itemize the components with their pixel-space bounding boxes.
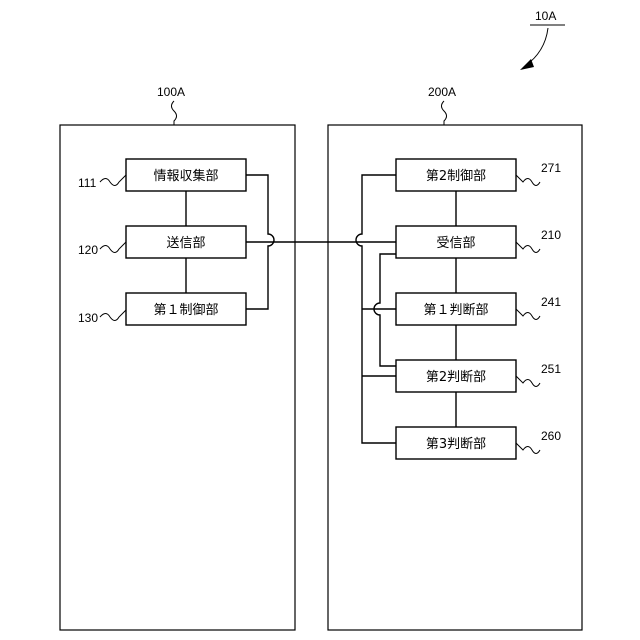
block-second-controller-label: 第2制御部	[426, 169, 486, 184]
block-receiver: 受信部	[396, 226, 516, 258]
block-receiver-label: 受信部	[436, 236, 475, 251]
block-first-controller-label: 第１制御部	[153, 303, 218, 318]
ref-260: 260	[541, 429, 561, 443]
block-info-collector-label: 情報収集部	[153, 168, 218, 184]
block-first-judge-label: 第１判断部	[423, 303, 488, 318]
device-100a-leader	[172, 101, 177, 125]
ref-130: 130	[78, 311, 98, 325]
device-100a-ref: 100A	[157, 85, 185, 99]
ref-210: 210	[541, 228, 561, 242]
ref-111: 111	[78, 176, 97, 190]
block-third-judge-label: 第3判断部	[426, 437, 486, 452]
block-first-judge: 第１判断部	[396, 293, 516, 325]
device-200a-ref: 200A	[428, 85, 456, 99]
ref-251: 251	[541, 362, 561, 376]
block-info-collector: 情報収集部	[126, 159, 246, 191]
ref-241: 241	[541, 295, 561, 309]
block-transmitter-label: 送信部	[166, 236, 205, 251]
ref-271: 271	[541, 161, 561, 175]
block-second-judge: 第2判断部	[396, 360, 516, 392]
device-200a-leader	[442, 101, 447, 125]
figure-ref-label: 10A	[535, 9, 556, 23]
ref-120: 120	[78, 243, 98, 257]
block-second-judge-label: 第2判断部	[426, 370, 486, 385]
block-third-judge: 第3判断部	[396, 427, 516, 459]
figure-ref-arrow-shaft	[525, 28, 548, 66]
block-first-controller: 第１制御部	[126, 293, 246, 325]
block-transmitter: 送信部	[126, 226, 246, 258]
device-100a-frame	[60, 125, 295, 630]
block-second-controller: 第2制御部	[396, 159, 516, 191]
